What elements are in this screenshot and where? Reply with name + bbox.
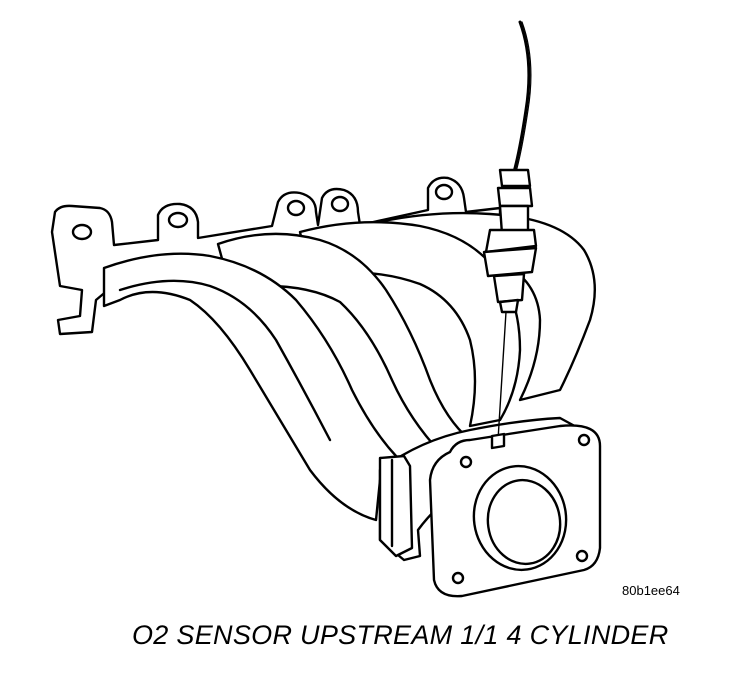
figure-reference-code: 80b1ee64 — [622, 583, 680, 598]
outlet-flange — [428, 424, 602, 598]
manifold-runner-3 — [298, 220, 522, 428]
figure-caption: O2 SENSOR UPSTREAM 1/1 4 CYLINDER — [132, 620, 669, 650]
o2-sensor — [482, 20, 538, 450]
sensor-wire-inner — [515, 21, 532, 173]
exhaust-manifold-illustration — [50, 20, 602, 598]
manifold-runner-2 — [216, 232, 472, 454]
mounting-bolt-holes — [71, 183, 454, 241]
manifold-runner-1 — [102, 252, 398, 522]
sensor-wire — [512, 20, 531, 174]
